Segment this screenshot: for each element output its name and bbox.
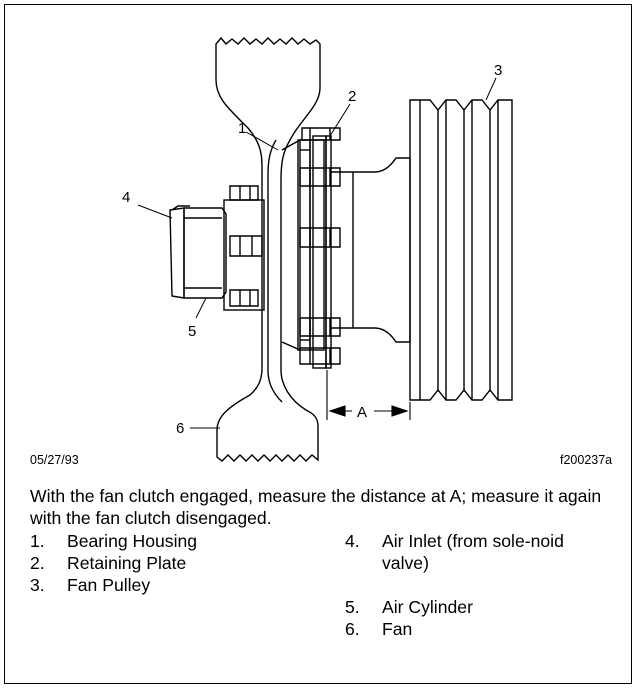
legend-text: Bearing Housing xyxy=(67,531,198,551)
legend-number: 3. xyxy=(30,575,45,595)
legend-number: 5. xyxy=(345,597,360,617)
figure-date: 05/27/93 xyxy=(30,453,79,467)
fan-blade xyxy=(215,36,321,462)
legend-number: 4. xyxy=(345,531,360,551)
legend-text: Air Cylinder xyxy=(382,597,473,617)
callout-4: 4 xyxy=(122,189,130,206)
retaining-plate xyxy=(312,135,332,369)
fan-clutch-diagram: 1 2 3 4 5 6 A 05/27/93 f200237a xyxy=(30,36,612,467)
callout-3: 3 xyxy=(494,62,502,79)
legend-number: 1. xyxy=(30,531,45,551)
legend-text: Fan xyxy=(382,619,413,639)
legend-text: Fan Pulley xyxy=(67,575,151,595)
pulley-hub xyxy=(331,157,411,343)
legend-text: Air Inlet (from sole-noid valve) xyxy=(382,531,564,573)
callout-2: 2 xyxy=(348,88,356,105)
figure-id: f200237a xyxy=(560,453,612,467)
figure-caption: With the fan clutch engaged, measure the… xyxy=(30,486,602,528)
dimension-a xyxy=(326,370,411,420)
fan-pulley xyxy=(409,99,513,401)
leader-lines xyxy=(137,77,497,429)
flange-bolts xyxy=(299,127,341,365)
cylinder-bolts xyxy=(229,185,263,307)
legend-number: 2. xyxy=(30,553,45,573)
dimension-label: A xyxy=(357,404,367,421)
callout-1: 1 xyxy=(238,120,246,137)
callout-5: 5 xyxy=(188,323,196,340)
legend-text: Retaining Plate xyxy=(67,553,187,573)
legend-number: 6. xyxy=(345,619,360,639)
figure-frame xyxy=(4,4,632,684)
callout-6: 6 xyxy=(176,420,184,437)
